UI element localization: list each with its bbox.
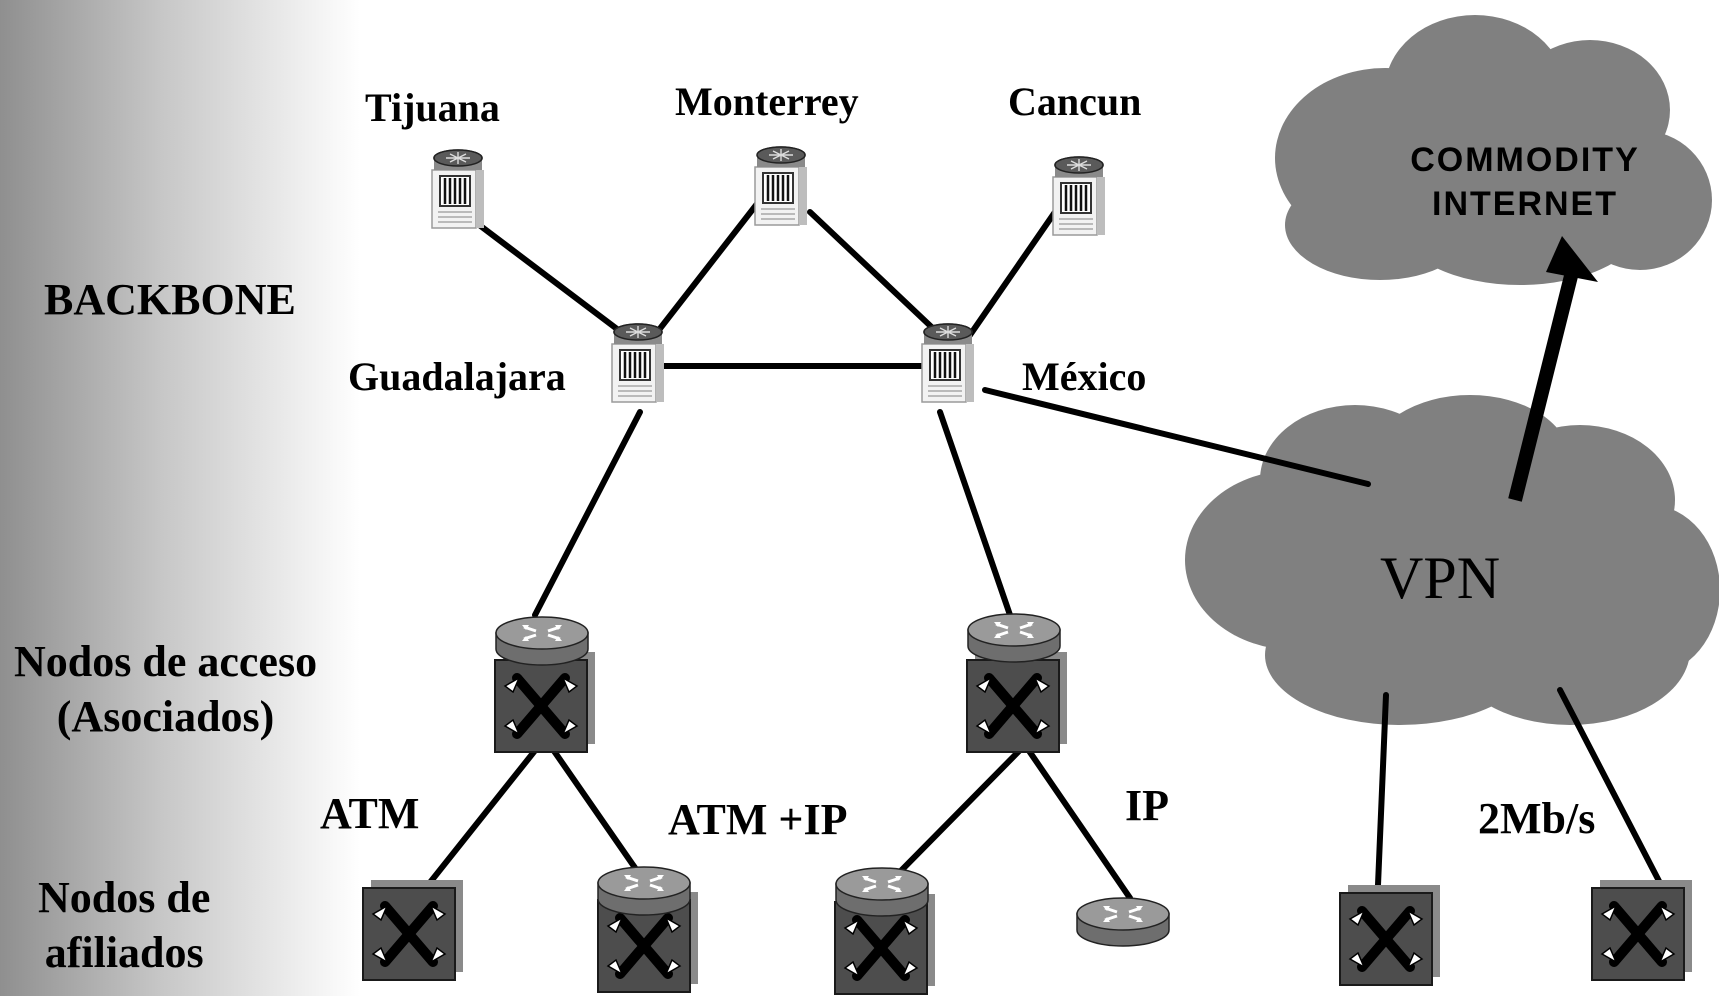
internet-arrow (1508, 236, 1598, 502)
affiliate-nodes-label: Nodos de afiliados (38, 870, 210, 980)
affiliate-vpn-switch-right-icon (1592, 880, 1692, 980)
affiliate-nodes-line1: Nodos de (38, 873, 211, 922)
affiliate-mexico-router-icon (834, 866, 930, 918)
server-cancun-icon (1051, 155, 1107, 237)
affiliate-nodes-line2: afiliados (44, 928, 204, 977)
access-nodes-line1: Nodos de acceso (14, 637, 318, 686)
vpn-label: VPN (1380, 545, 1501, 611)
access-router-left-icon (494, 615, 590, 667)
city-mexico: México (1022, 354, 1147, 399)
affiliate-atmip-router-icon (596, 865, 692, 917)
server-monterrey-icon (753, 145, 809, 227)
affiliate-atm-switch-icon (363, 880, 463, 980)
access-nodes-line2: (Asociados) (56, 692, 275, 741)
access-switch-left-icon (495, 652, 595, 752)
link-label-2mbps: 2Mb/s (1478, 794, 1596, 843)
access-switch-right-icon (967, 652, 1067, 752)
commodity-line2: INTERNET (1432, 185, 1618, 224)
commodity-line1: COMMODITY (1410, 141, 1640, 179)
access-router-right-icon (966, 612, 1062, 664)
network-links (425, 197, 1663, 901)
affiliate-vpn-switch-left-icon (1340, 885, 1440, 985)
commodity-internet-cloud (1275, 15, 1712, 285)
commodity-internet-label: COMMODITY INTERNET (1400, 138, 1650, 226)
server-tijuana-icon (430, 148, 486, 230)
city-tijuana: Tijuana (365, 85, 500, 130)
backbone-label: BACKBONE (44, 275, 296, 324)
server-guadalajara-icon (610, 322, 666, 404)
affiliate-ip-router-icon (1075, 896, 1171, 948)
left-gradient-band (0, 0, 360, 996)
city-cancun: Cancun (1008, 79, 1142, 124)
link-label-atm: ATM (320, 789, 420, 838)
server-mexico-icon (920, 322, 976, 404)
city-guadalajara: Guadalajara (348, 354, 566, 399)
city-monterrey: Monterrey (675, 79, 859, 124)
link-label-atm-ip: ATM +IP (668, 795, 848, 844)
access-nodes-label: Nodos de acceso (Asociados) (14, 634, 317, 744)
link-label-ip: IP (1125, 781, 1169, 830)
